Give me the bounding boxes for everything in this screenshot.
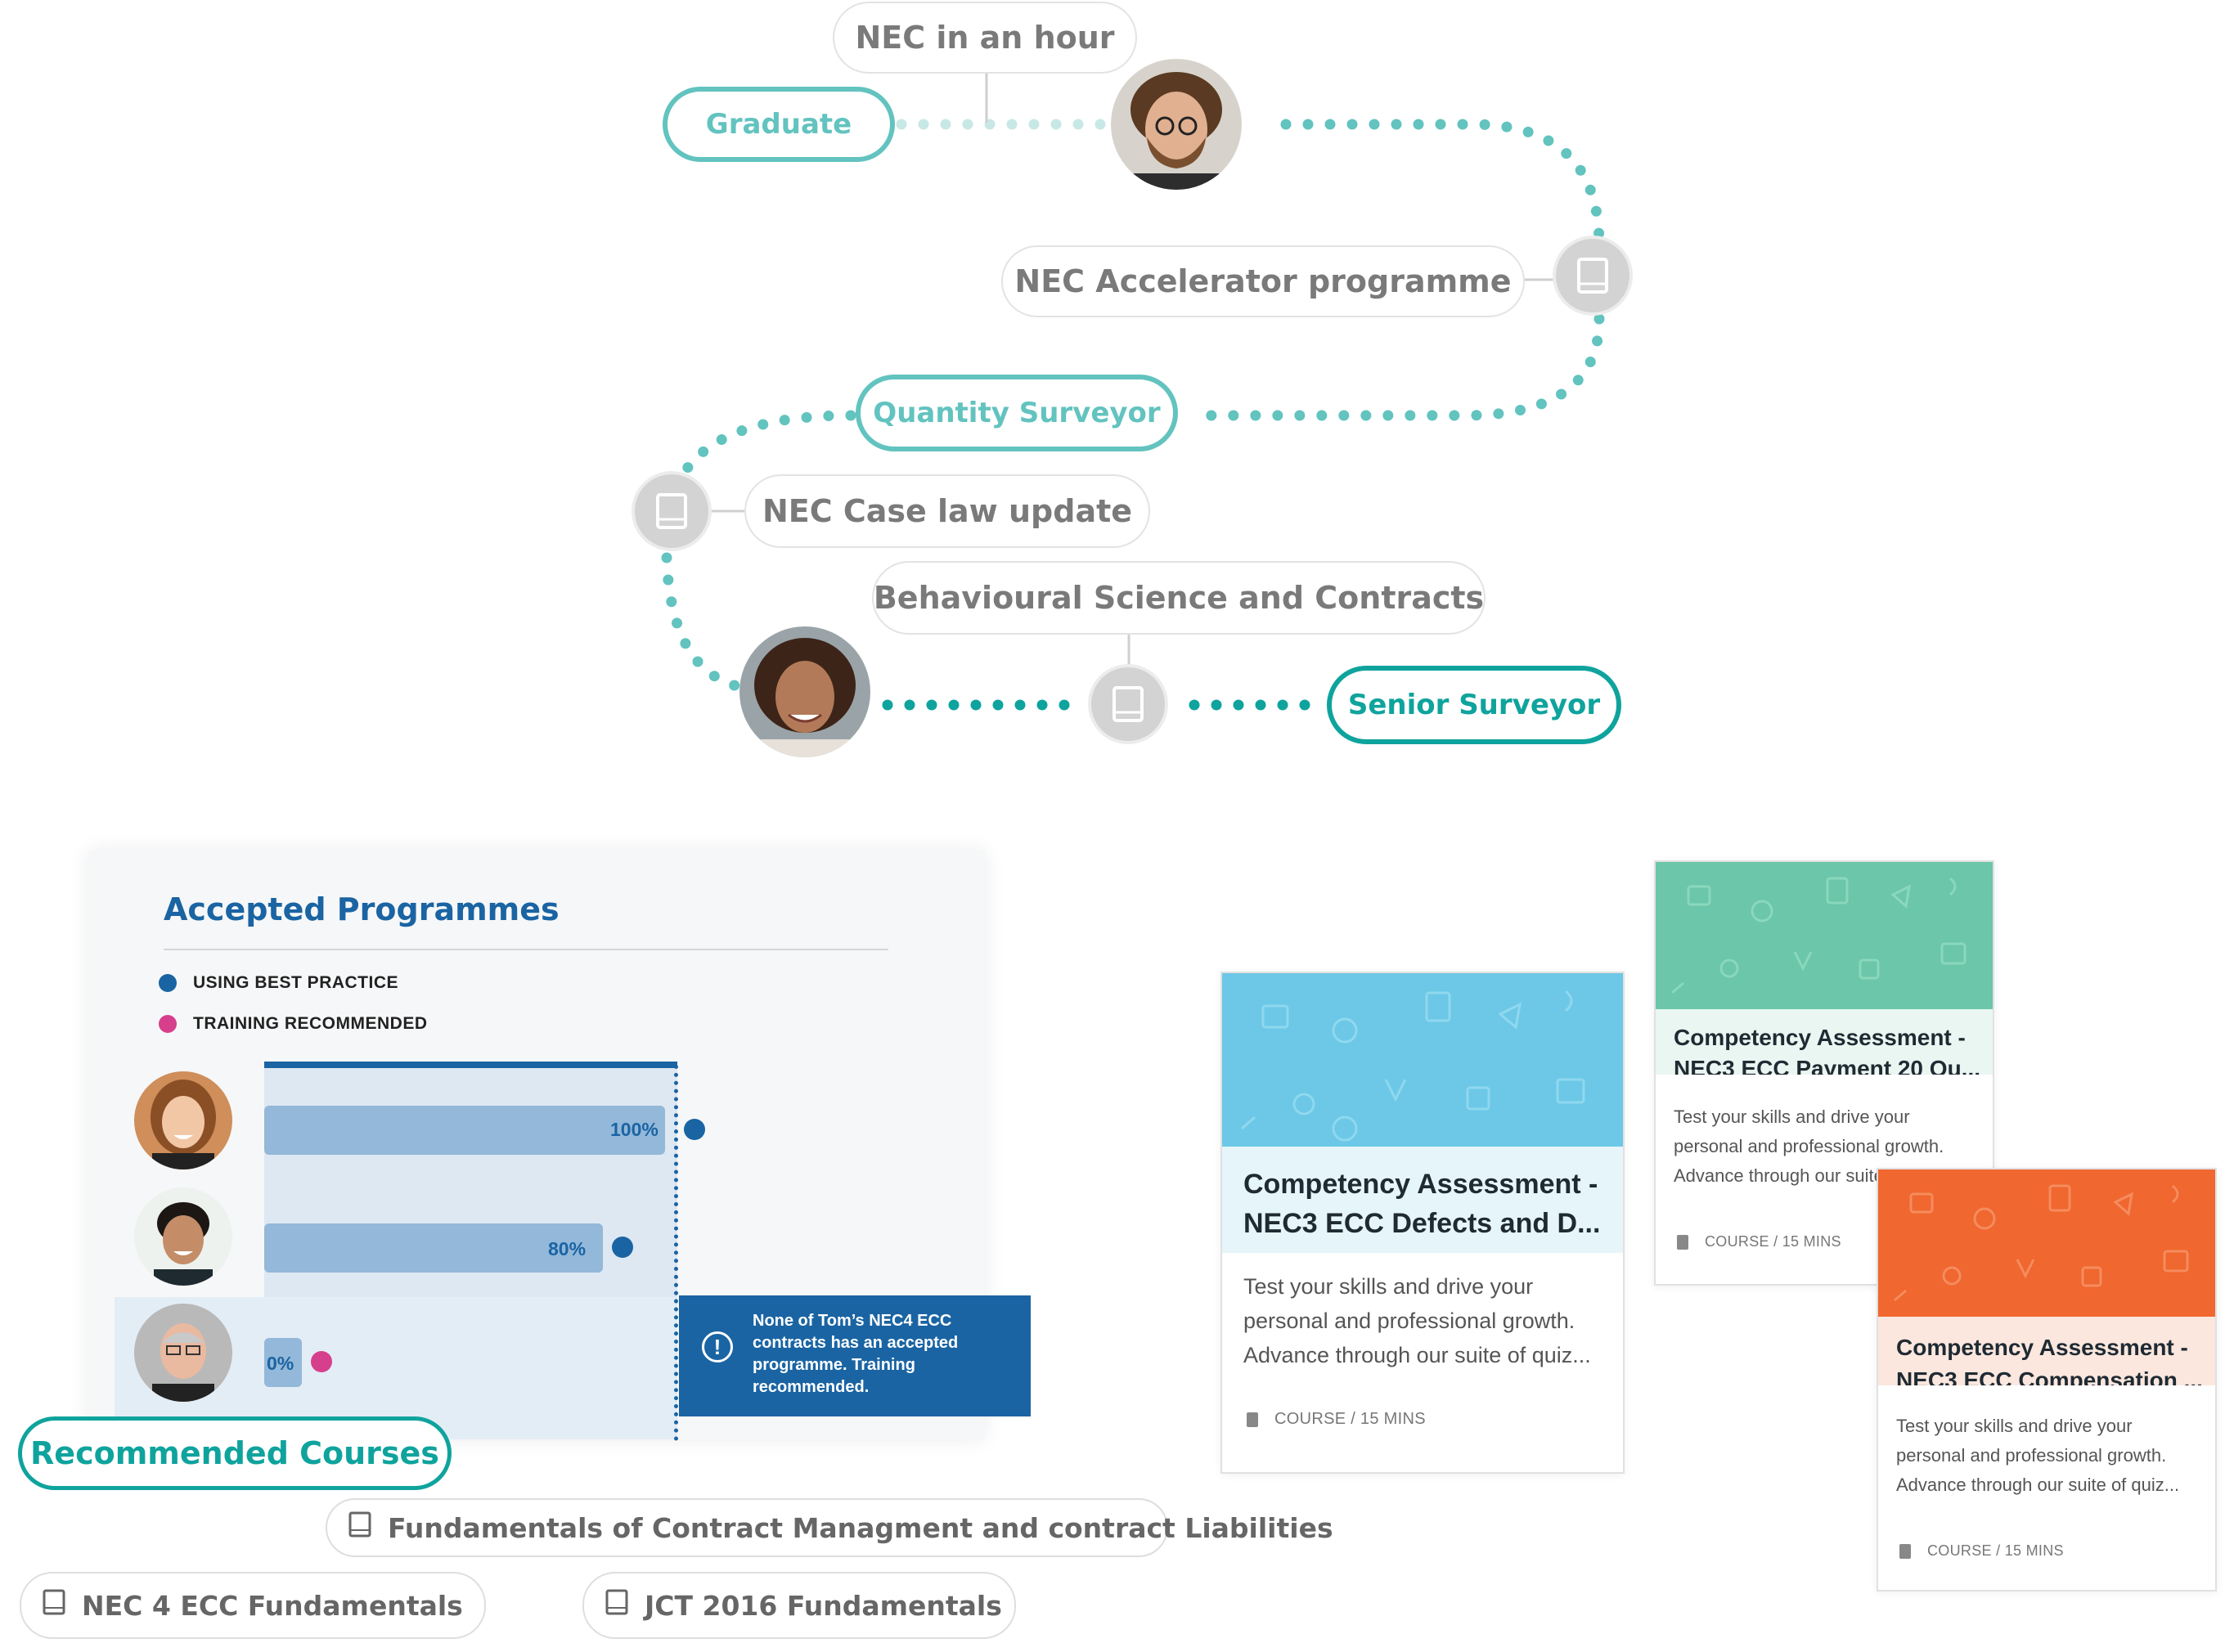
card-meta: COURSE / 15 MINS — [1899, 1542, 2064, 1560]
alert-icon: ! — [702, 1331, 733, 1362]
card-description: Test your skills and drive your personal… — [1243, 1269, 1591, 1372]
avatar-person-3 — [134, 1304, 232, 1402]
card-title-line: NEC3 ECC Compensation ... — [1896, 1367, 2203, 1385]
training-recommended-tooltip: ! None of Tom’s NEC4 ECC contracts has a… — [679, 1295, 1031, 1416]
legend-label: TRAINING RECOMMENDED — [193, 1014, 428, 1033]
card-meta-label: COURSE / 15 MINS — [1274, 1410, 1426, 1428]
status-dot — [311, 1351, 332, 1372]
card-title: Competency Assessment - NEC3 ECC Payment… — [1656, 1009, 1993, 1075]
legend-training-recommended: TRAINING RECOMMENDED — [159, 1014, 428, 1034]
legend-label: USING BEST PRACTICE — [193, 973, 399, 992]
legend-dot — [159, 1015, 177, 1033]
card-title: Competency Assessment - NEC3 ECC Defects… — [1222, 1147, 1623, 1253]
avatar-graduate — [1111, 59, 1242, 190]
card-description: Test your skills and drive your personal… — [1674, 1102, 1957, 1191]
role-pill-label: Senior Surveyor — [1347, 689, 1601, 721]
card-description-line: personal and professional growth. — [1896, 1445, 2167, 1466]
recommended-course-chip[interactable]: JCT 2016 Fundamentals — [582, 1572, 1016, 1639]
course-pill-label: NEC Case law update — [762, 493, 1133, 529]
book-icon — [605, 1589, 628, 1622]
course-pill-label: NEC in an hour — [855, 20, 1115, 56]
recommended-course-chip[interactable]: NEC 4 ECC Fundamentals — [20, 1572, 486, 1639]
avatar-senior-surveyor — [739, 626, 870, 757]
course-pill-nec-in-an-hour[interactable]: NEC in an hour — [833, 2, 1137, 74]
course-pill-accelerator[interactable]: NEC Accelerator programme — [1001, 245, 1525, 317]
card-title: Competency Assessment - NEC3 ECC Compens… — [1878, 1317, 2215, 1385]
role-pill-graduate[interactable]: Graduate — [663, 87, 895, 162]
avatar-person-1 — [134, 1071, 232, 1169]
card-description-line: personal and professional growth. — [1674, 1136, 1944, 1156]
card-hero-pattern — [1222, 973, 1623, 1147]
course-chip-label: JCT 2016 Fundamentals — [645, 1589, 1002, 1622]
status-dot — [612, 1237, 633, 1258]
card-hero-pattern — [1656, 862, 1993, 1009]
course-chip-label: NEC 4 ECC Fundamentals — [82, 1589, 463, 1622]
threshold-line — [674, 1065, 678, 1441]
card-description: Test your skills and drive your personal… — [1896, 1412, 2179, 1500]
book-icon — [348, 1511, 371, 1544]
status-dot — [684, 1119, 705, 1140]
course-pill-behavioural[interactable]: Behavioural Science and Contracts — [872, 561, 1486, 635]
recommended-course-chip[interactable]: Fundamentals of Contract Managment and c… — [326, 1498, 1333, 1557]
course-icon — [1899, 1543, 1911, 1559]
book-icon — [632, 471, 712, 551]
role-pill-quantity-surveyor[interactable]: Quantity Surveyor — [856, 375, 1178, 451]
card-title-line: Competency Assessment - — [1674, 1025, 1966, 1050]
card-description-line: Test your skills and drive your — [1243, 1274, 1534, 1299]
card-title-line: NEC3 ECC Defects and D... — [1243, 1208, 1601, 1239]
card-description-line: Advance through our suite of quiz... — [1896, 1475, 2180, 1495]
course-icon — [1677, 1234, 1688, 1250]
card-title-line: NEC3 ECC Payment 20 Qu... — [1674, 1056, 1981, 1075]
role-pill-label: Graduate — [705, 108, 852, 141]
course-icon — [1247, 1412, 1258, 1427]
progress-bar-person-2 — [264, 1223, 603, 1273]
recommended-courses-button[interactable]: Recommended Courses — [18, 1416, 452, 1490]
card-title-line: Competency Assessment - — [1243, 1169, 1598, 1200]
card-description-line: personal and professional growth. — [1243, 1309, 1575, 1333]
book-icon — [43, 1589, 65, 1622]
bar-value-label: 0% — [267, 1353, 294, 1374]
avatar-person-2 — [134, 1187, 232, 1286]
card-meta-label: COURSE / 15 MINS — [1705, 1233, 1841, 1250]
course-pill-label: NEC Accelerator programme — [1014, 263, 1512, 299]
bar-value-label: 80% — [548, 1238, 587, 1259]
role-pill-senior-surveyor[interactable]: Senior Surveyor — [1327, 666, 1621, 744]
card-hero-pattern — [1878, 1169, 2215, 1317]
card-description-line: Test your skills and drive your — [1674, 1107, 1910, 1127]
career-roadmap-path — [661, 72, 1605, 711]
panel-title: Accepted Programmes — [164, 891, 560, 927]
course-pill-label: Behavioural Science and Contracts — [873, 580, 1485, 616]
card-meta-label: COURSE / 15 MINS — [1927, 1542, 2064, 1559]
progress-bar-person-3 — [264, 1338, 302, 1387]
card-description-line: Advance through our suite of quiz... — [1243, 1343, 1591, 1367]
legend-dot — [159, 974, 177, 992]
card-title-line: Competency Assessment - — [1896, 1335, 2188, 1360]
progress-bar-person-1 — [264, 1106, 665, 1155]
book-icon — [1553, 236, 1633, 316]
button-label: Recommended Courses — [30, 1435, 439, 1471]
bar-value-label: 100% — [610, 1119, 659, 1140]
course-pill-case-law[interactable]: NEC Case law update — [744, 474, 1150, 548]
course-chip-label: Fundamentals of Contract Managment and c… — [388, 1511, 1333, 1544]
chart-top-line — [264, 1062, 677, 1068]
tooltip-text: None of Tom’s NEC4 ECC contracts has an … — [753, 1312, 959, 1396]
book-icon — [1088, 664, 1168, 744]
legend-best-practice: USING BEST PRACTICE — [159, 973, 398, 993]
card-description-line: Test your skills and drive your — [1896, 1416, 2133, 1436]
card-meta: COURSE / 15 MINS — [1677, 1233, 1841, 1250]
course-card-defects[interactable]: Competency Assessment - NEC3 ECC Defects… — [1220, 972, 1625, 1474]
course-card-compensation[interactable]: Competency Assessment - NEC3 ECC Compens… — [1877, 1168, 2217, 1591]
card-meta: COURSE / 15 MINS — [1247, 1410, 1426, 1429]
divider — [164, 949, 888, 950]
role-pill-label: Quantity Surveyor — [873, 397, 1161, 429]
